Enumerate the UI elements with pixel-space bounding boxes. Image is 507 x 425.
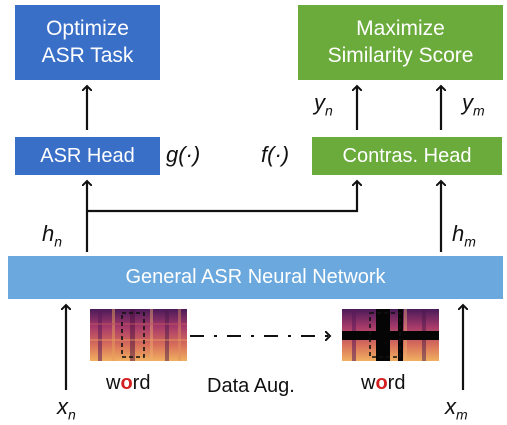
data-aug-label: Data Aug. <box>207 375 295 397</box>
optimize-line1: Optimize <box>46 17 129 41</box>
highlighted-letter: o <box>120 372 133 394</box>
maximize-line1: Maximize <box>356 17 445 41</box>
label-g: g(·) <box>166 142 201 167</box>
asr-head-label: ASR Head <box>40 144 135 167</box>
maximize-similarity-box: Maximize Similarity Score <box>298 5 503 80</box>
general-asr-network-bar: General ASR Neural Network <box>8 256 503 299</box>
optimize-line2: ASR Task <box>41 43 134 67</box>
label-xn: xn <box>57 394 76 423</box>
maximize-line2: Similarity Score <box>327 43 474 67</box>
label-hm: hm <box>452 221 476 250</box>
spectrogram-augmented <box>342 309 439 361</box>
arrow-branch-to-contras <box>87 181 357 213</box>
label-f: f(·) <box>261 142 290 167</box>
optimize-asr-task-box: Optimize ASR Task <box>15 5 160 80</box>
label-hn: hn <box>42 221 63 250</box>
spectrogram-original <box>90 309 187 361</box>
general-network-label: General ASR Neural Network <box>125 266 386 288</box>
label-xm: xm <box>445 394 468 423</box>
label-ym: ym <box>462 90 485 119</box>
highlighted-letter: o <box>375 372 388 394</box>
word-label-augmented: word <box>361 372 406 394</box>
word-label-original: word <box>106 372 151 394</box>
contras-head-box: Contras. Head <box>312 137 502 175</box>
label-yn: yn <box>314 90 333 119</box>
asr-head-box: ASR Head <box>15 137 160 175</box>
contras-head-label: Contras. Head <box>342 144 472 167</box>
